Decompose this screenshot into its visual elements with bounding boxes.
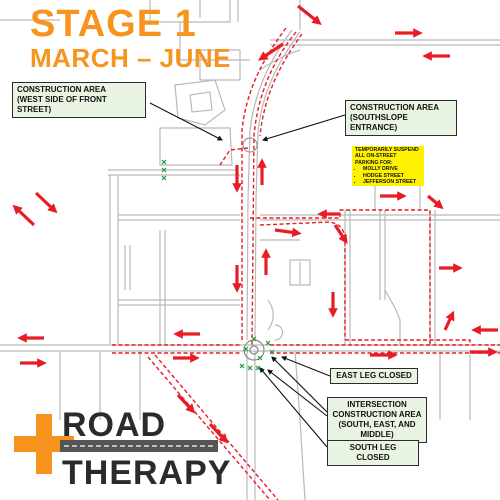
detour-arrow [34, 191, 58, 214]
detour-arrow [274, 227, 302, 238]
callout-intersection-line1: INTERSECTION [347, 400, 407, 409]
construction-zones [112, 27, 500, 500]
callout-east-leg: EAST LEG CLOSED [330, 368, 418, 384]
roundabout-north [242, 137, 258, 153]
detour-arrows [12, 4, 498, 444]
leader-intersection [271, 356, 328, 413]
callout-west-side-line1: CONSTRUCTION AREA [17, 85, 107, 94]
callout-intersection: INTERSECTION CONSTRUCTION AREA (SOUTH, E… [327, 397, 427, 443]
callout-southslope: CONSTRUCTION AREA (SOUTHSLOPE ENTRANCE) [345, 100, 457, 136]
leader-southslope [261, 114, 346, 142]
leader-south-leg [259, 367, 328, 448]
detour-arrow [176, 393, 196, 414]
parking-notice: TEMPORARILY SUSPEND ALL ON-STREET PARKIN… [352, 146, 424, 187]
logo-therapy: THERAPY [62, 454, 232, 492]
road-therapy-logo-graphic [14, 414, 218, 474]
callout-south-leg-text: SOUTH LEG CLOSED [349, 443, 397, 462]
stage-title: STAGE 1 [30, 3, 197, 45]
parking-street: JEFFERSON STREET [363, 179, 421, 185]
detour-arrow [12, 204, 36, 227]
detour-arrow [258, 42, 284, 61]
detour-arrow [297, 4, 322, 25]
detour-arrow [208, 422, 229, 444]
callout-southslope-line1: CONSTRUCTION AREA [350, 103, 440, 112]
detour-arrow [333, 224, 348, 244]
callout-southslope-line2: (SOUTHSLOPE ENTRANCE) [350, 113, 408, 132]
callout-west-side-line2: (WEST SIDE OF FRONT STREET) [17, 95, 107, 114]
parking-heading: TEMPORARILY SUSPEND ALL ON-STREET PARKIN… [355, 147, 419, 166]
leader-west-side [149, 102, 223, 141]
callout-leaders [149, 102, 346, 448]
stage-dates: MARCH – JUNE [30, 43, 232, 73]
closure-markers [161, 159, 275, 371]
leader-intersection-2 [267, 369, 328, 417]
leader-east-leg [280, 356, 331, 377]
callout-east-leg-text: EAST LEG CLOSED [336, 371, 412, 380]
callout-west-side: CONSTRUCTION AREA (WEST SIDE OF FRONT ST… [12, 82, 146, 118]
logo-road: ROAD [62, 406, 167, 444]
callout-intersection-line2: CONSTRUCTION AREA [332, 410, 422, 419]
callout-south-leg: SOUTH LEG CLOSED [327, 440, 419, 466]
detour-arrow [426, 194, 444, 210]
roundabout-south [243, 339, 265, 361]
detour-arrow [443, 310, 455, 331]
callout-intersection-line3: (SOUTH, EAST, AND MIDDLE) [338, 420, 416, 439]
parking-street: MOLLY DRIVE [363, 166, 421, 172]
parking-street: HODGE STREET [363, 173, 421, 179]
